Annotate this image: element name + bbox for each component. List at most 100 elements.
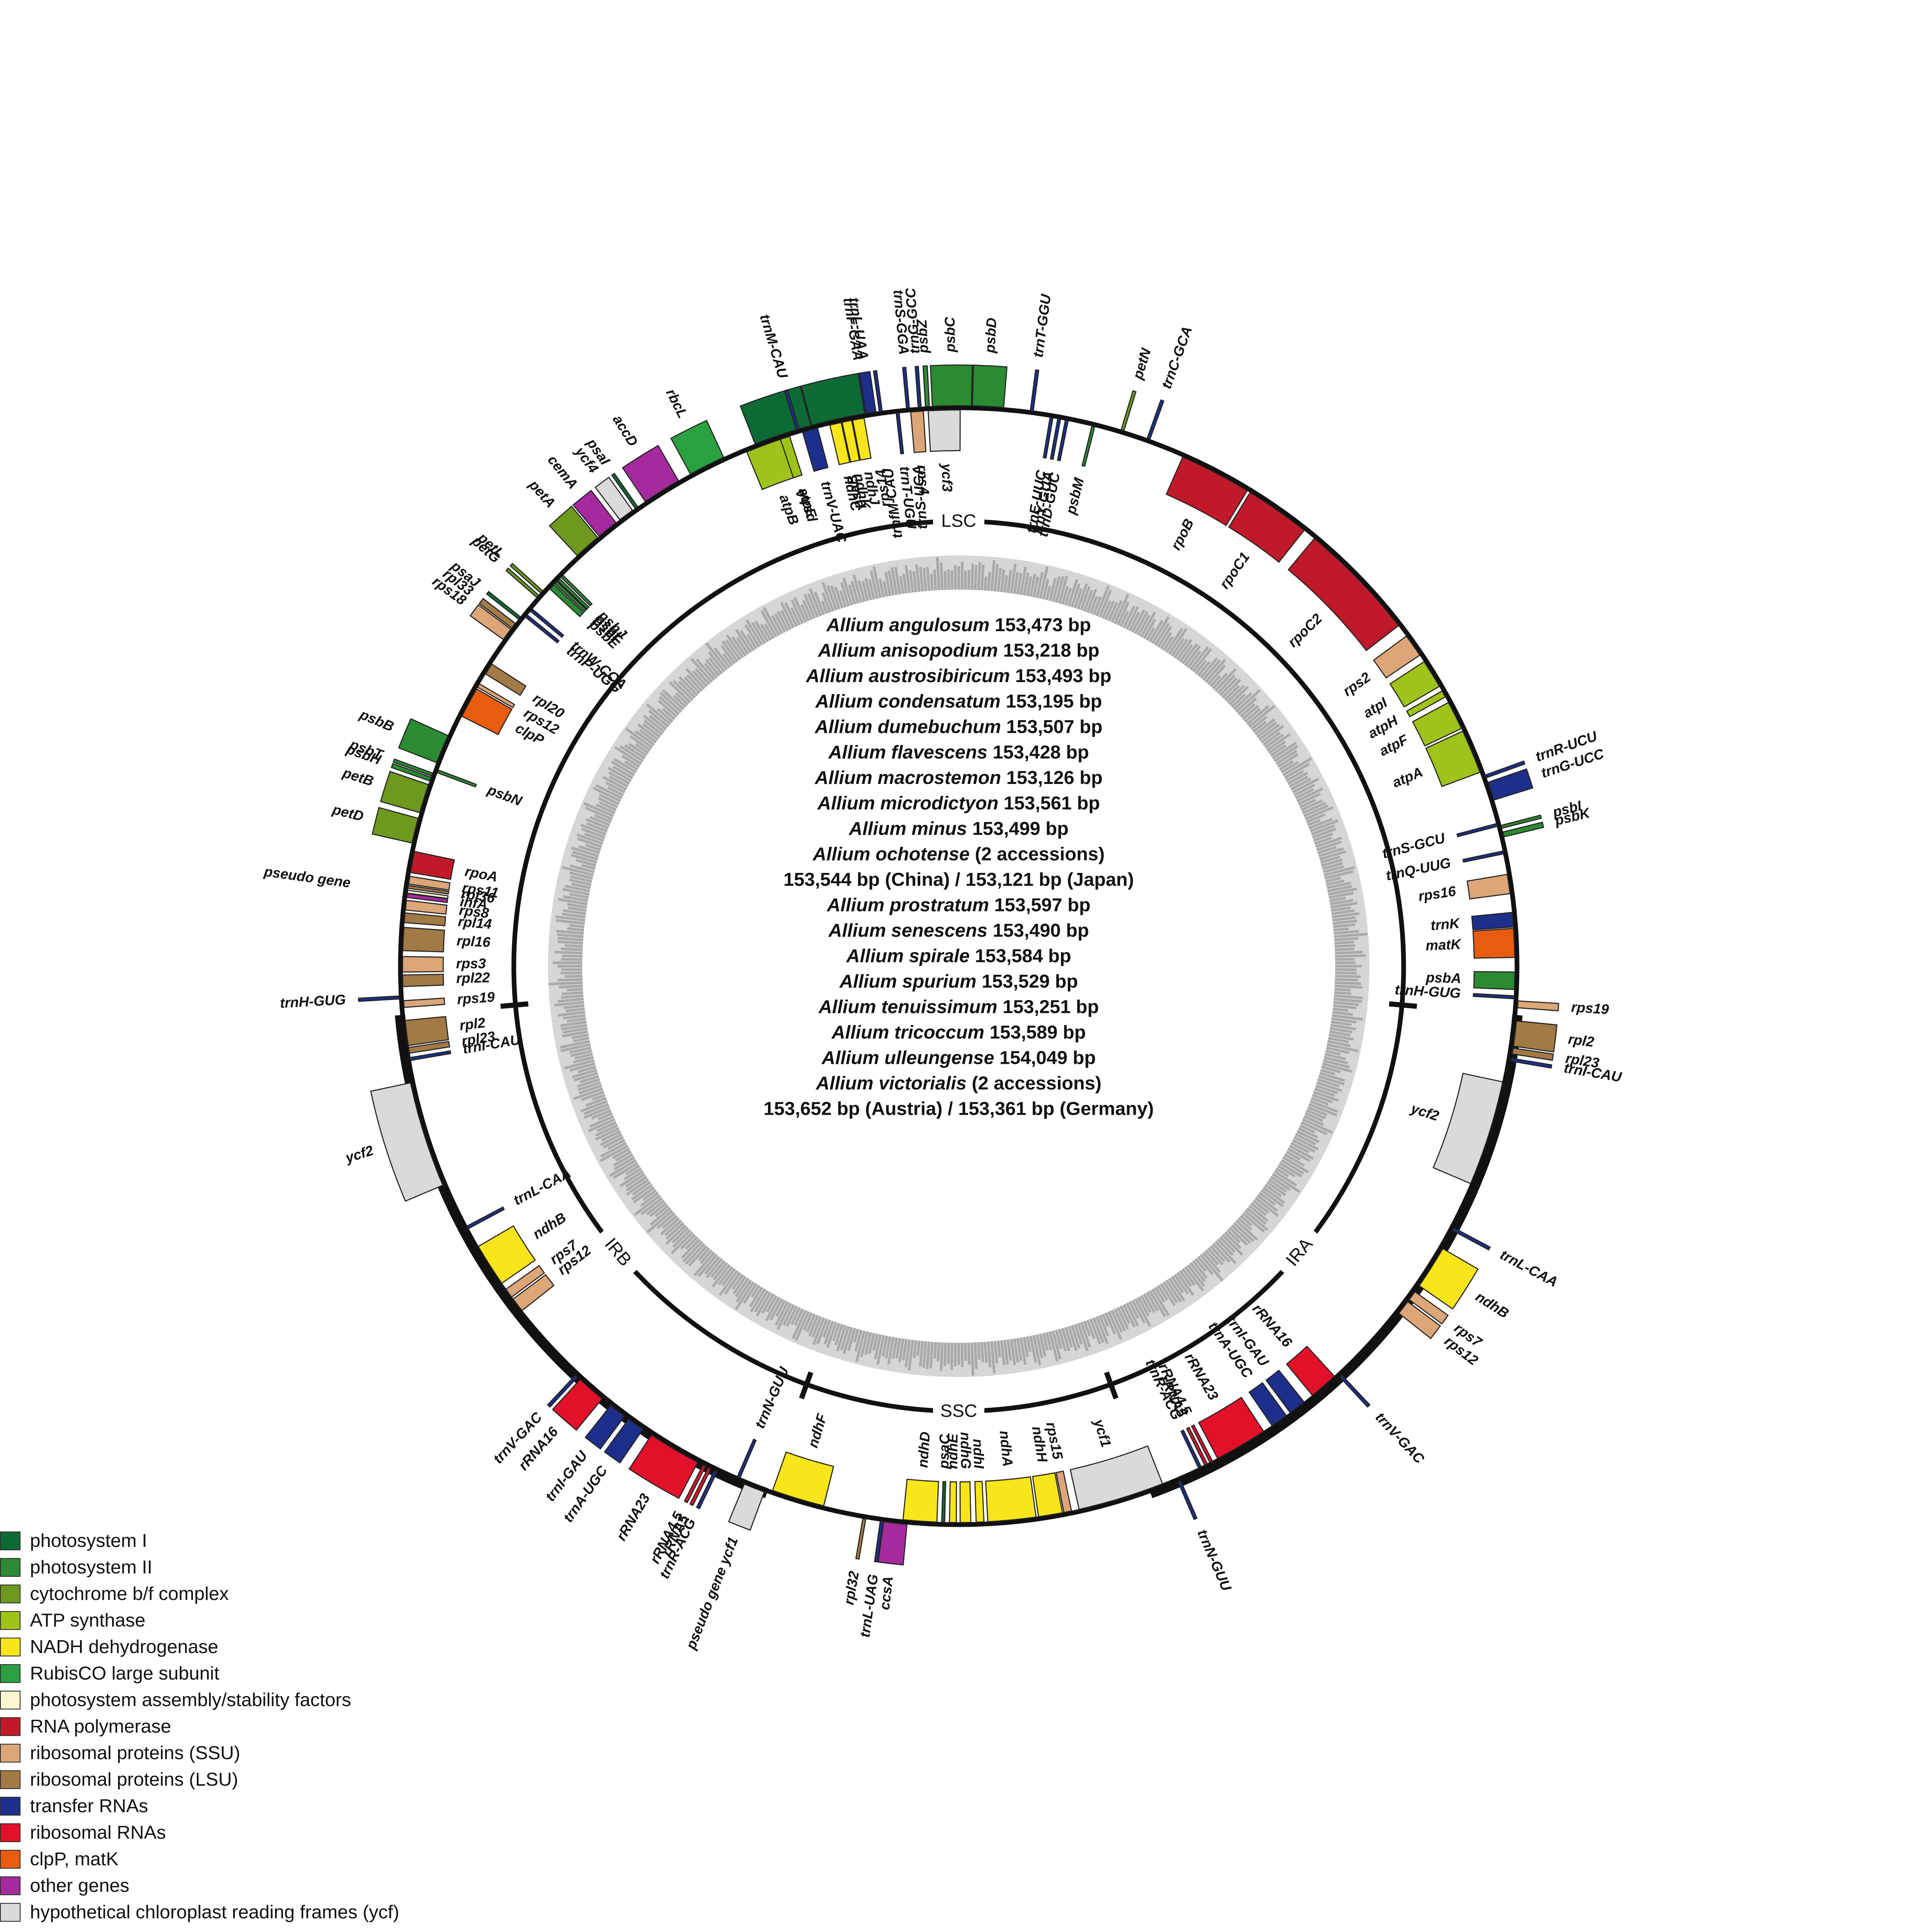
species-name: Allium prostratum — [827, 895, 989, 916]
legend: photosystem I photosystem II cytochrome b/… — [0, 1528, 599, 1926]
gene-trnq-uug — [1462, 850, 1504, 863]
gene-cema — [572, 490, 617, 537]
gc-inner — [582, 590, 1335, 1343]
genome-size-line: Allium tricoccum 153,589 bp — [831, 1022, 1086, 1043]
legend-item: ribosomal proteins (LSU) — [0, 1766, 599, 1793]
species-name: Allium dumebuchum — [815, 716, 1001, 737]
gene-trnt-ugu — [895, 413, 904, 455]
legend-swatch — [0, 1903, 21, 1922]
legend-swatch — [0, 1558, 21, 1577]
genome-size-line: Allium macrostemon 153,126 bp — [815, 767, 1102, 788]
gene-trnr-ucu — [1484, 760, 1526, 779]
legend-label: ribosomal proteins (LSU) — [30, 1769, 238, 1790]
legend-swatch — [0, 1611, 21, 1630]
gene-rrna4-5 — [684, 1464, 707, 1504]
legend-swatch — [0, 1717, 21, 1736]
region-boundary-tick — [500, 1001, 529, 1009]
gene-trnl-caa — [1452, 1227, 1491, 1251]
gene-ycf2 — [370, 1082, 444, 1202]
gene-ycf1 — [1070, 1445, 1164, 1510]
gene-matk — [1472, 928, 1516, 959]
gene-rpl16 — [402, 926, 445, 953]
legend-item: NADH dehydrogenase — [0, 1634, 599, 1660]
legend-label: transfer RNAs — [30, 1795, 148, 1816]
gene-label: pseudo gene — [263, 863, 352, 890]
gene-label: rps3 — [456, 956, 486, 971]
legend-swatch — [0, 1850, 21, 1869]
genome-size: 153,428 bp — [987, 742, 1089, 763]
gene-trnv-uac — [802, 427, 829, 472]
gene-label: rpoC2 — [1285, 610, 1325, 650]
gene-trny-gua — [1049, 418, 1061, 460]
gene-atpf — [1412, 701, 1462, 747]
gene-label: petN — [1129, 346, 1154, 381]
gene-label: rpl16 — [456, 932, 491, 950]
gc-content-ring — [511, 519, 1406, 1414]
genome-size-line: Allium flavescens 153,428 bp — [828, 742, 1089, 763]
genome-size: 154,049 bp — [994, 1048, 1096, 1068]
gene-psbt — [392, 758, 433, 777]
gene-trne-uuc — [1043, 417, 1054, 459]
gene-label: ndhB — [1473, 1288, 1512, 1321]
species-name: Allium condensatum — [815, 691, 1001, 712]
gene-psbn — [436, 769, 477, 788]
gene-rpl33 — [478, 598, 516, 629]
gene-rpl22 — [402, 973, 444, 987]
genome-size-line: Allium ochotense (2 accessions) — [812, 844, 1105, 865]
genome-size: (2 accessions) — [966, 1073, 1102, 1094]
gene-rps7 — [1408, 1291, 1449, 1325]
gene-psac — [941, 1481, 946, 1523]
gene-trnn-guu — [737, 1438, 757, 1478]
species-name: Allium flavescens — [828, 742, 988, 763]
gene-psbm — [1081, 425, 1096, 467]
gene-trns-gga — [902, 367, 910, 409]
genome-size-line: 153,544 bp (China) / 153,121 bp (Japan) — [783, 869, 1134, 890]
gene-atpe — [779, 435, 803, 479]
gene-ndhh — [1032, 1472, 1063, 1517]
legend-item: clpP, matK — [0, 1846, 599, 1873]
gene-label: ycf1 — [1091, 1416, 1114, 1449]
genome-size: 153,584 bp — [970, 946, 1071, 967]
gene-label: trnV-GAC — [1372, 1409, 1428, 1467]
gene-label: rpoC1 — [1216, 549, 1253, 591]
gene-label: trnM-CAU — [757, 312, 791, 380]
legend-item: ribosomal RNAs — [0, 1819, 599, 1846]
gene-label: psaC — [936, 1433, 952, 1469]
gene-rps12 — [477, 683, 516, 709]
genome-size-line: Allium condensatum 153,195 bp — [815, 691, 1102, 712]
gene-label: rps8 — [458, 902, 490, 921]
gene-rrna23 — [1198, 1396, 1265, 1460]
legend-item: RubisCO large subunit — [0, 1660, 599, 1687]
gene-trnv-gac — [547, 1374, 578, 1408]
gene-psbf — [554, 581, 587, 613]
gene-label: infA — [459, 893, 489, 913]
gene-psbd — [972, 365, 1008, 408]
gene-rpl20 — [485, 663, 527, 696]
species-name: Allium spurium — [839, 971, 976, 992]
gene-label: psbM — [1063, 475, 1087, 516]
legend-item: photosystem I — [0, 1528, 599, 1554]
legend-label: photosystem II — [30, 1557, 153, 1578]
gene-clpp — [461, 688, 513, 736]
gene-label: trnL-CAA — [511, 1165, 574, 1208]
species-name: Allium austrosibiricum — [806, 665, 1010, 686]
legend-swatch — [0, 1531, 21, 1550]
gene-trnr-acg — [1180, 1429, 1202, 1469]
gene-ndhb — [477, 1225, 536, 1284]
gene-ndhg — [959, 1481, 972, 1523]
gene-rps12 — [512, 1274, 555, 1312]
genome-size: 153,493 bp — [1010, 665, 1111, 686]
gene-trni-cau — [409, 1050, 451, 1061]
genome-ring — [395, 405, 1523, 1527]
gene-label: rpl14 — [457, 913, 492, 932]
gene-label: petD — [331, 801, 365, 824]
region-label-group: IRA — [1274, 1225, 1325, 1279]
legend-item: cytochrome b/f complex — [0, 1581, 599, 1607]
gene-petn — [1120, 390, 1137, 431]
legend-swatch — [0, 1664, 21, 1683]
legend-label: RubisCO large subunit — [30, 1663, 219, 1684]
gene-rps11 — [408, 875, 451, 891]
gene-rpl2 — [404, 1016, 449, 1046]
gene-label: ccsA — [876, 1575, 896, 1611]
region-label-bg — [593, 1225, 643, 1279]
